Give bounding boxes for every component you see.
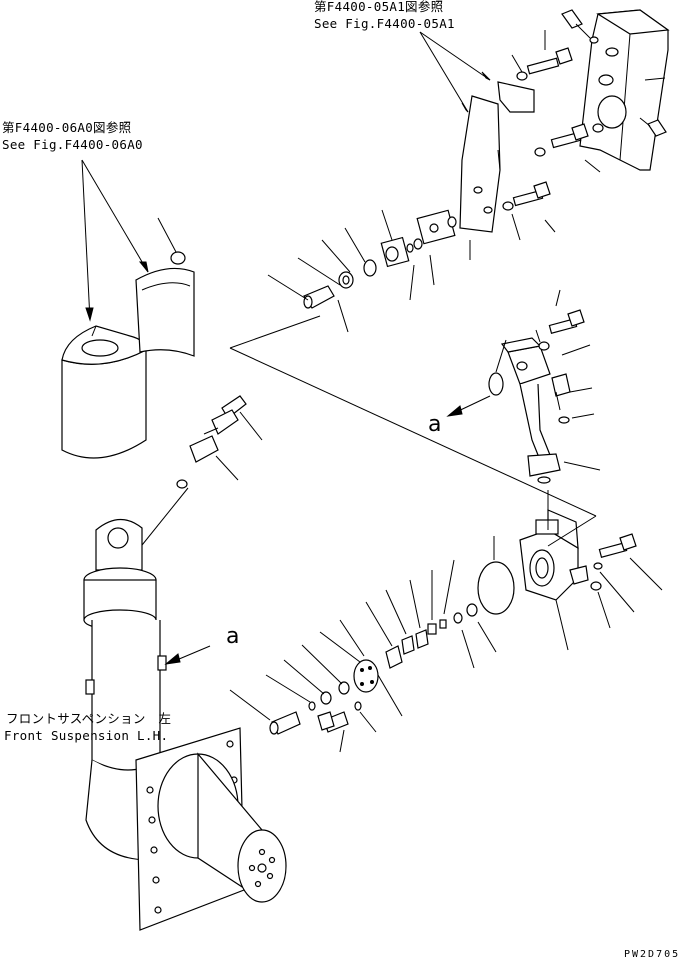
- view-arrow-lower: [164, 645, 211, 665]
- sensor-housing: [477, 476, 663, 651]
- assembly-guide-lines: [229, 315, 597, 547]
- cylinder-cover: [61, 325, 147, 459]
- bracket-bolts: [561, 9, 667, 137]
- reference-left-jp: 第F4400-06A0図参照: [2, 120, 132, 135]
- bolt-set-middle: [502, 123, 601, 241]
- suspension-cylinder: [83, 518, 171, 861]
- sensor-connector: [129, 395, 263, 561]
- view-arrow-upper: [446, 395, 491, 417]
- mounting-bracket: [579, 9, 670, 171]
- assembly-name-en: Front Suspension L.H.: [4, 728, 169, 743]
- drawing-number: PW2D705: [624, 949, 681, 960]
- front-suspension-plate: [135, 727, 287, 931]
- bolt-set-upper: [511, 30, 573, 81]
- view-marker-lower: a: [226, 624, 240, 649]
- reference-left-en: See Fig.F4400-06A0: [2, 137, 143, 152]
- cover-half-shell: [135, 217, 195, 357]
- reference-top-en: See Fig.F4400-05A1: [314, 16, 455, 31]
- sensor-arm: [488, 289, 601, 477]
- assembly-name-jp: フロントサスペンション 左: [6, 711, 172, 726]
- upper-sensor-parts: [267, 209, 471, 333]
- reference-top-jp: 第F4400-05A1図参照: [314, 0, 444, 14]
- guard-plate: [459, 81, 535, 233]
- reference-leaders-left: [81, 159, 149, 322]
- view-marker-upper: a: [428, 412, 442, 437]
- reference-leaders-top: [419, 31, 491, 113]
- lower-sensor-parts: [229, 559, 497, 753]
